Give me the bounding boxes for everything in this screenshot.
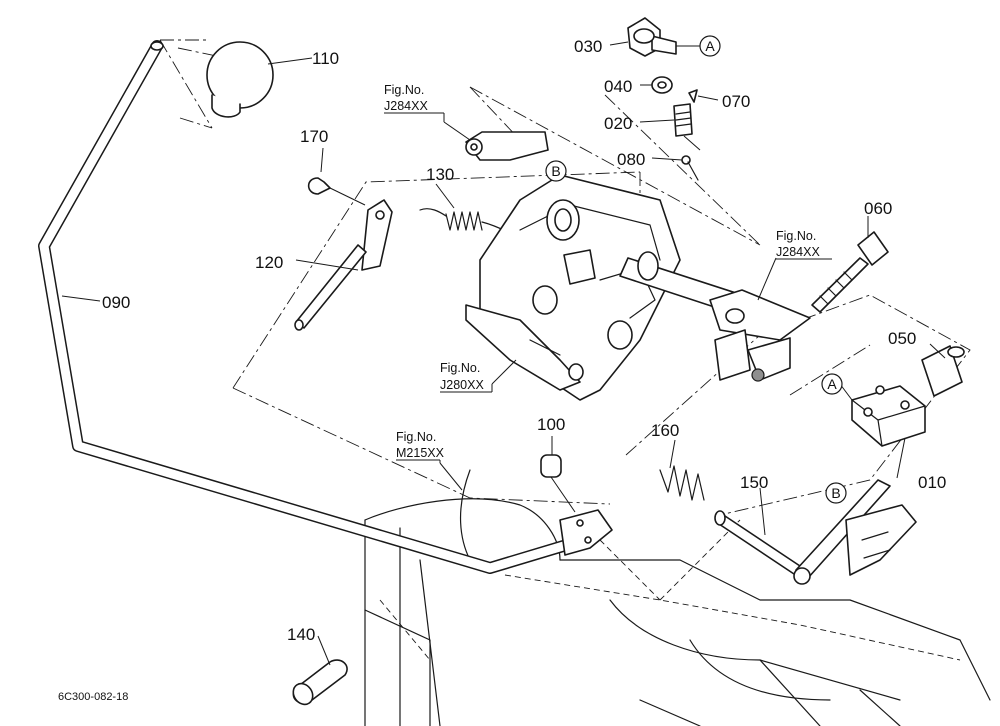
lever-bracket [559, 509, 613, 556]
shaft-assembly [619, 251, 811, 382]
cap-100 [540, 454, 576, 513]
callout-120: 120 [255, 253, 283, 272]
callouts: 110 170 130 120 090 100 140 160 150 010 … [102, 37, 946, 644]
callout-170: 170 [300, 127, 328, 146]
fitting-030 [627, 17, 677, 57]
spring-130 [419, 208, 513, 235]
callout-070: 070 [722, 92, 750, 111]
center-housing [465, 174, 681, 401]
cotter-080 [681, 155, 699, 181]
ref-marker-a-top-label: A [705, 38, 715, 54]
grip-140 [292, 659, 348, 706]
stud-020 [673, 103, 701, 151]
fig-ref-m215: Fig.No. M215XX [396, 430, 445, 463]
ref-marker-a-block: A [821, 373, 843, 395]
spring-160 [659, 465, 705, 501]
clip-170 [307, 177, 366, 206]
callout-040: 040 [604, 77, 632, 96]
fig-ref-label: Fig.No. [384, 83, 424, 97]
ref-marker-b-bracket-label: B [551, 163, 560, 179]
ref-marker-b-bracket: B [545, 160, 567, 182]
callout-130: 130 [426, 165, 454, 184]
callout-010: 010 [918, 473, 946, 492]
callout-050: 050 [888, 329, 916, 348]
fig-ref-label: Fig.No. [776, 229, 816, 243]
fig-ref-j280: Fig.No. J280XX [440, 361, 493, 393]
engine-housing [364, 469, 991, 726]
fig-ref-label: Fig.No. [396, 430, 436, 444]
callout-140: 140 [287, 625, 315, 644]
pin-070 [688, 89, 698, 103]
ref-marker-b-rod-label: B [831, 485, 840, 501]
fig-ref-number: M215XX [396, 446, 445, 460]
lever-090 [38, 40, 596, 574]
callout-090: 090 [102, 293, 130, 312]
rod-150 [714, 479, 917, 585]
callout-060: 060 [864, 199, 892, 218]
block-010 [851, 385, 926, 447]
fig-ref-number: J284XX [776, 245, 820, 259]
callout-080: 080 [617, 150, 645, 169]
pin-lever-120 [294, 199, 393, 331]
diagram-code: 6C300-082-18 [58, 691, 128, 703]
bracket-j284-top [465, 131, 549, 161]
fig-ref-j284-left: Fig.No. J284XX [384, 83, 445, 122]
callout-110: 110 [312, 49, 339, 68]
fig-ref-number: J280XX [440, 378, 484, 392]
ref-marker-a-block-label: A [827, 376, 837, 392]
callout-160: 160 [651, 421, 679, 440]
washer-040 [651, 76, 673, 94]
fig-ref-label: Fig.No. [440, 361, 480, 375]
callout-030: 030 [574, 37, 602, 56]
fig-ref-number: J284XX [384, 99, 428, 113]
bolt-060 [811, 231, 889, 313]
callout-020: 020 [604, 114, 632, 133]
callout-100: 100 [537, 415, 565, 434]
sleeve-050 [921, 345, 965, 397]
callout-150: 150 [740, 473, 768, 492]
ref-marker-a-top: A [699, 35, 721, 57]
knob-110 [206, 41, 274, 118]
ref-marker-b-rod: B [825, 482, 847, 504]
fig-ref-j284-right: Fig.No. J284XX [776, 229, 832, 260]
